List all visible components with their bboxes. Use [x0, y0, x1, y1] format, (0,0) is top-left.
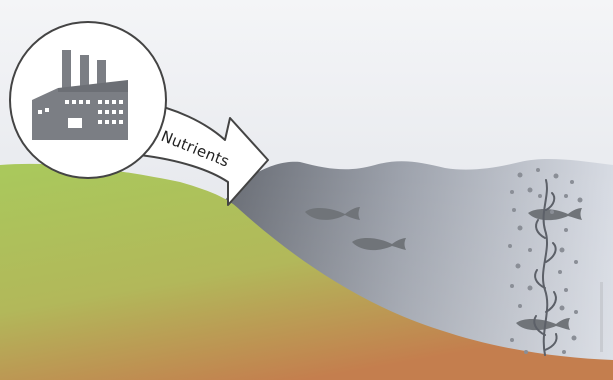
factory-badge: [10, 22, 166, 178]
side-credit: [600, 282, 603, 352]
